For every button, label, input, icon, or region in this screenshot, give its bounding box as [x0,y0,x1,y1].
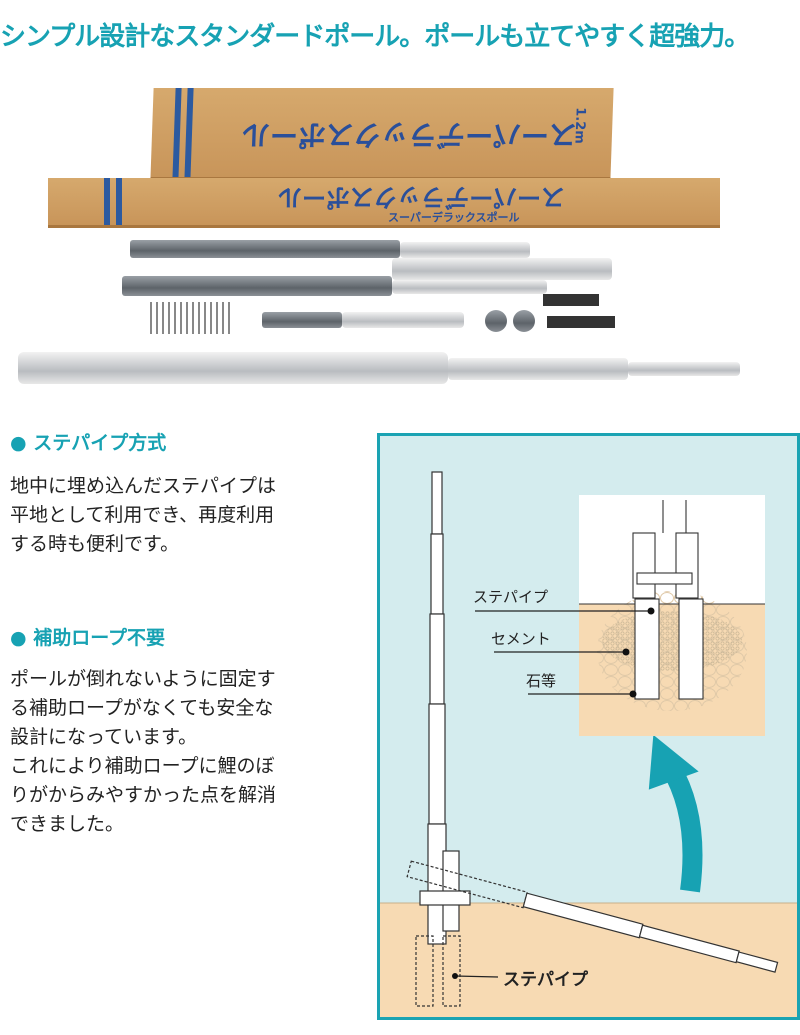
body-line: りがからみやすかった点を解消 [10,784,277,806]
raise-arrow [661,760,703,893]
section-body-stepipe: 地中に埋め込んだステパイプは 平地として利用でき、再度利用 する時も便利です。 [10,472,360,559]
label-stepipe-bottom: ステパイプ [503,970,588,990]
body-line: ポールが倒れないように固定す [10,668,276,690]
body-line: できました。 [10,813,125,835]
section-body-no-rope: ポールが倒れないように固定す る補助ロープがなくても安全な 設計になっています。… [10,665,360,839]
installation-diagram: ステパイプ セメント 石等 ステパイプ [377,433,800,1020]
tilted-pole [406,860,779,973]
body-line: する時も便利です。 [10,533,180,555]
body-line: これにより補助ロープに鯉のぼ [10,755,275,777]
section-title-no-rope: ● 補助ロープ不要 [10,627,166,649]
box-size-label: 1.2m [571,107,589,144]
product-box-front: スーパーデラックスポール スーパーデラックスポール [48,178,720,228]
section-title-stepipe: ● ステパイプ方式 [10,432,167,454]
arrow-head-icon [648,734,699,790]
diagram-drawing [380,471,797,1017]
product-photo: スーパーデラックスポール 1.2m スーパーデラックスポール スーパーデラックス… [0,82,800,394]
label-stones: 石等 [526,672,557,690]
body-line: る補助ロープがなくても安全な [10,697,274,719]
body-line: 地中に埋め込んだステパイプは [10,475,277,497]
headline: シンプル設計なスタンダードポール。ポールも立てやすく超強力。 [0,22,750,52]
inset-detail [475,495,765,736]
label-cement: セメント [491,630,551,648]
body-line: 平地として利用でき、再度利用 [10,504,275,526]
label-stepipe: ステパイプ [473,588,549,606]
box-side-label: スーパーデラックスポール [388,211,520,224]
body-line: 設計になっています。 [10,726,198,748]
product-box-back: スーパーデラックスポール 1.2m [150,88,614,180]
box-label: スーパーデラックスポール [241,118,578,151]
